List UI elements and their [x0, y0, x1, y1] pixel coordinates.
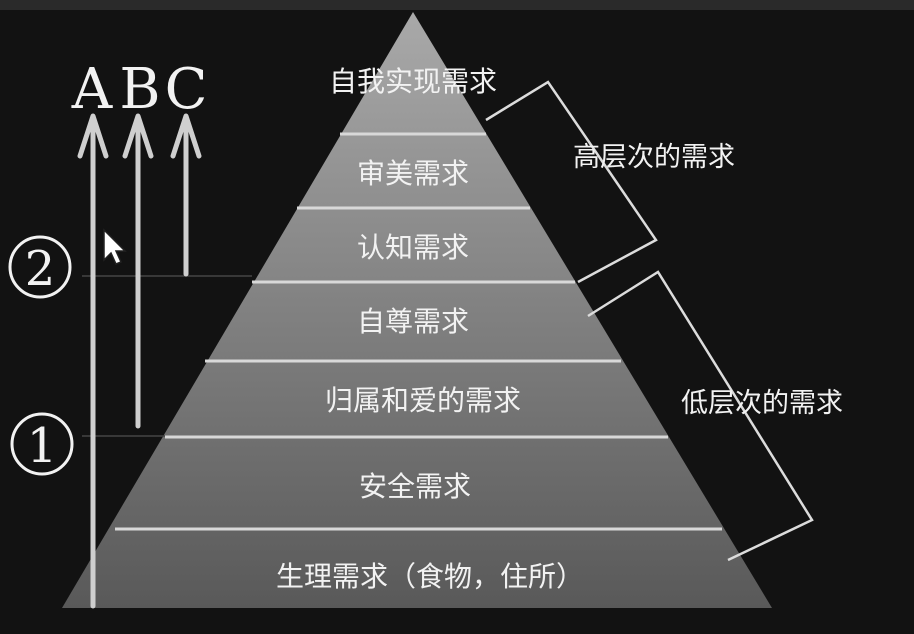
arrow-a-head — [77, 113, 109, 159]
arrows — [77, 113, 202, 609]
arrow-b-label: B — [119, 57, 160, 122]
arrow-c-label: C — [165, 57, 208, 122]
level-aesthetic: 审美需求 — [357, 157, 469, 190]
low-group-label: 低层次的需求 — [681, 388, 843, 419]
level-self-actualization: 自我实现需求 — [329, 65, 497, 98]
arrow-c-head — [170, 113, 202, 159]
level-safety: 安全需求 — [359, 470, 471, 503]
level-labels: 自我实现需求 审美需求 认知需求 自尊需求 归属和爱的需求 安全需求 生理需求（… — [276, 65, 584, 593]
level-esteem: 自尊需求 — [357, 305, 469, 338]
group-brackets — [485, 80, 814, 562]
high-group-label: 高层次的需求 — [573, 142, 735, 173]
top-edge — [0, 0, 914, 10]
level-separators — [115, 132, 722, 531]
marker-one-number: 1 — [27, 418, 58, 474]
high-group-bracket — [485, 80, 658, 284]
marker-one-circle — [10, 412, 74, 476]
level-physiological: 生理需求（食物，住所） — [276, 560, 584, 593]
mouse-pointer-icon — [103, 228, 127, 265]
low-group-bracket — [587, 270, 814, 562]
pyramid — [62, 12, 772, 608]
marker-two-number: 2 — [25, 241, 56, 297]
level-cognitive: 认知需求 — [357, 231, 469, 264]
arrow-b-head — [122, 113, 154, 159]
marker-two-circle — [8, 235, 72, 299]
marker-one: 1 — [10, 412, 74, 476]
arrow-labels: A B C — [71, 57, 208, 122]
level-belonging: 归属和爱的需求 — [325, 384, 521, 417]
arrow-a-label: A — [71, 57, 113, 122]
marker-two: 2 — [8, 235, 72, 299]
